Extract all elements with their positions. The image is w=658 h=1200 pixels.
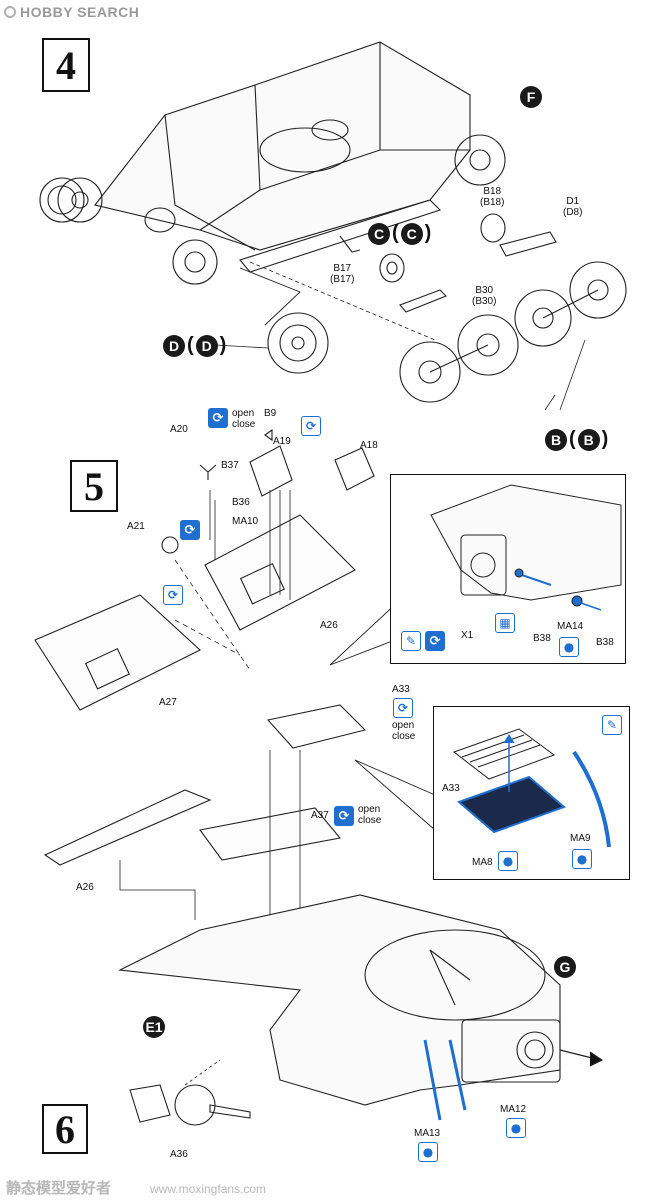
ref-marker-b: B(B) [545, 428, 608, 451]
part-label-b17: B17(B17) [330, 263, 355, 285]
part-label-a36: A36 [170, 1149, 188, 1160]
step6-plate-a26 [43, 789, 212, 866]
step4-bogie-right [514, 261, 627, 347]
rotate-icon: ⟳ [163, 585, 183, 605]
part-label-ma13: MA13 [414, 1128, 441, 1139]
step6-hull-drawing [118, 894, 604, 1106]
part-label-ma9: MA9 [570, 833, 591, 844]
glue-drop-icon: ● [559, 637, 579, 657]
photo-etch-icon: ▦ [495, 613, 515, 633]
step4-front-wheel [172, 239, 218, 285]
step-number-4: 4 [42, 38, 90, 92]
ref-marker-g: G [554, 956, 576, 978]
footer-watermark-url: www.moxingfans.com [150, 1182, 267, 1196]
rotate-icon: ⟳ [180, 520, 200, 540]
glue-drop-icon: ● [572, 849, 592, 869]
rotate-icon: ⟳ [301, 416, 321, 436]
step4-sprocket-d [267, 312, 329, 374]
ref-marker-c: C(C) [368, 222, 431, 245]
ref-marker-f: F [520, 86, 542, 108]
step4-return-roller-c [379, 253, 405, 283]
step6-grille-a33 [266, 704, 367, 749]
ref-marker-d: D(D) [163, 334, 226, 357]
step5-detail-inset: X1 B38 MA14 B38 ✎ ⟳ ▦ ● [390, 474, 626, 664]
hobbysearch-watermark: HOBBY SEARCH [4, 4, 139, 20]
part-label-b30: B30(B30) [472, 285, 497, 307]
step6-detail-inset: ✎ A33 MA8 ● MA9 ● [433, 706, 630, 880]
part-label-b9: B9 [264, 408, 277, 419]
part-label-a21: A21 [127, 521, 145, 532]
part-label-b37: B37 [221, 460, 239, 471]
glue-drop-icon: ● [498, 851, 518, 871]
part-label-a33: A33 [392, 684, 410, 695]
rotate-icon: ⟳ [425, 631, 445, 651]
step4-return-roller-b18 [480, 213, 506, 243]
step4-part-d1 [499, 231, 557, 257]
step5-part-a21 [161, 536, 179, 554]
part-label-a37: A37 [311, 810, 329, 821]
paint-brush-icon: ✎ [602, 715, 622, 735]
step4-part-b17 [339, 235, 361, 253]
ref-marker-e1: E1 [143, 1016, 165, 1038]
step4-bogie-left [399, 314, 519, 403]
detail-drawing [452, 728, 611, 848]
part-label-a27: A27 [159, 697, 177, 708]
footer-watermark-cn: 静态模型爱好者 [6, 1180, 112, 1197]
part-label-a33: A33 [442, 783, 460, 794]
step4-rear-idler [454, 134, 506, 186]
detail-drawing [430, 484, 622, 611]
rotate-icon: ⟳ [393, 698, 413, 718]
part-label-ma10: MA10 [232, 516, 259, 527]
step6-gun-e1 [129, 1059, 251, 1126]
step4-part-b30 [399, 289, 447, 313]
glue-drop-icon: ● [418, 1142, 438, 1162]
step-number-6: 6 [42, 1104, 88, 1154]
step4-sprocket-left [39, 177, 103, 223]
part-label-ma8: MA8 [472, 857, 493, 868]
part-label-ma14: MA14 [557, 621, 584, 632]
part-label-x1: X1 [461, 630, 474, 641]
part-label-b38: B38 [596, 637, 614, 648]
part-label-b36: B36 [232, 497, 250, 508]
step5-part-b9 [264, 428, 273, 442]
paint-brush-icon: ✎ [401, 631, 421, 651]
step-number-5: 5 [70, 460, 118, 512]
rotate-icon: ⟳ [334, 806, 354, 826]
part-label-a26: A26 [76, 882, 94, 893]
part-label-b18: B18(B18) [480, 186, 505, 208]
step6-pe-ma12-ma13 [423, 1039, 467, 1121]
hobbysearch-logo-icon [4, 6, 16, 18]
part-label-a26: A26 [320, 620, 338, 631]
rotate-open-close-icon: ⟳ [208, 408, 228, 428]
step5-part-a20 [199, 464, 217, 480]
step4-hull-drawing [94, 41, 471, 273]
glue-drop-icon: ● [506, 1118, 526, 1138]
part-label-d1: D1(D8) [563, 196, 583, 218]
part-label-b38: B38 [533, 633, 551, 644]
step5-hatch-a19 [249, 445, 293, 497]
step5-hatch-a18 [334, 447, 375, 491]
part-label-a19: A19 [273, 436, 291, 447]
step5-plate-a27 [34, 594, 201, 711]
part-label-a20: A20 [170, 424, 188, 435]
part-label-a18: A18 [360, 440, 378, 451]
part-label-ma12: MA12 [500, 1104, 527, 1115]
